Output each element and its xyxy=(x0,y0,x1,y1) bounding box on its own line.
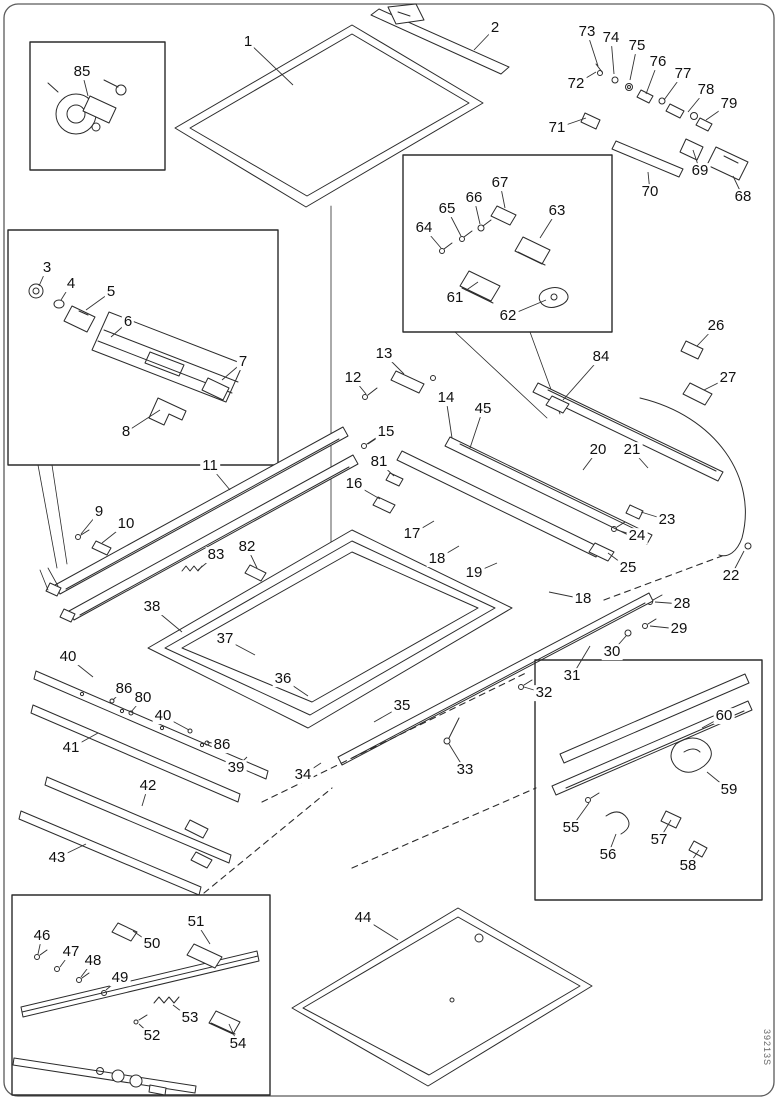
left-guide-rails xyxy=(39,426,359,623)
sunshade-panel-shape xyxy=(147,529,513,729)
top-right-fastener-chain xyxy=(580,63,749,181)
lower-hardware xyxy=(337,592,663,766)
deflector-strip-shape xyxy=(370,3,510,75)
motor-detail-box xyxy=(29,41,166,171)
mid-fasteners xyxy=(361,370,436,514)
right-guide-rails xyxy=(396,340,752,562)
lower-left-strips xyxy=(18,670,269,896)
slider-detail-box xyxy=(11,894,271,1096)
bottom-panel-shape xyxy=(291,907,593,1087)
clip-detail-box xyxy=(402,154,613,419)
rail-detail-box xyxy=(534,659,763,901)
drawing-number: 39213S xyxy=(762,1028,772,1066)
bracket-detail-box xyxy=(7,229,279,569)
page-border xyxy=(3,3,775,1097)
